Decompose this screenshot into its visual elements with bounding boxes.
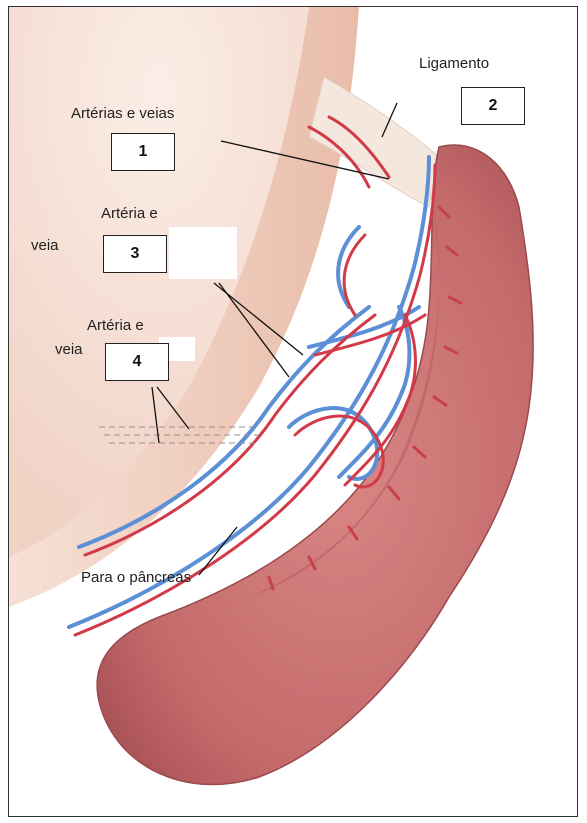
- label-ligamento: Ligamento: [419, 55, 489, 72]
- answer-blank-3: [169, 227, 237, 279]
- label-arterias-veias: Artérias e veias: [71, 105, 174, 122]
- answer-box-1[interactable]: 1: [111, 133, 175, 171]
- diagram-frame: Ligamento Artérias e veias Artéria e vei…: [8, 6, 578, 817]
- label-veia-4: veia: [55, 341, 83, 358]
- answer-box-4[interactable]: 4: [105, 343, 169, 381]
- label-veia-3: veia: [31, 237, 59, 254]
- label-pancreas: Para o pâncreas: [81, 569, 191, 586]
- answer-box-3[interactable]: 3: [103, 235, 167, 273]
- label-arteria-e-4: Artéria e: [87, 317, 144, 334]
- answer-box-2[interactable]: 2: [461, 87, 525, 125]
- label-arteria-e-3: Artéria e: [101, 205, 158, 222]
- spleen-illustration: [9, 7, 578, 817]
